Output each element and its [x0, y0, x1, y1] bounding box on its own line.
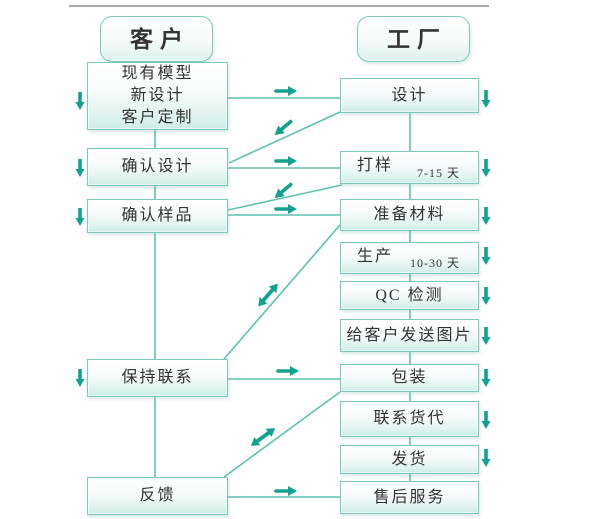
arrow-down-icon — [479, 205, 493, 227]
box-after-sales-service: 售后服务 — [340, 481, 479, 514]
wire-sampling-to-confirmsample — [227, 184, 343, 211]
arrow-double-icon — [246, 422, 280, 452]
arrow-right-icon — [276, 364, 301, 378]
box-qc-inspection-label: QC 检测 — [375, 286, 444, 304]
customer-header-label: 客户 — [130, 26, 190, 52]
top-rule — [69, 5, 489, 7]
box-contact-forwarder-label: 联系货代 — [373, 410, 446, 427]
box-shipping: 发货 — [340, 445, 479, 474]
wire-packing-to-feedback — [223, 391, 341, 478]
arrow-down-icon — [479, 285, 493, 307]
arrow-right-icon — [274, 154, 299, 168]
box-feedback-label: 反馈 — [139, 487, 176, 504]
box-confirm-design-label: 确认设计 — [121, 158, 194, 175]
arrow-down-icon — [73, 367, 87, 389]
arrow-right-icon — [274, 84, 299, 98]
box-sampling-duration: 7-15 天 — [417, 166, 460, 180]
arrow-down-left-icon — [269, 115, 296, 141]
arrow-down-icon — [479, 157, 493, 179]
box-production-duration: 10-30 天 — [410, 256, 460, 270]
box-send-photos: 给客户发送图片 — [340, 319, 479, 352]
arrow-right-icon — [274, 202, 299, 216]
arrow-down-icon — [73, 157, 87, 179]
box-existing-model-line2: 新设计 — [130, 87, 185, 104]
arrow-right-icon — [274, 484, 299, 498]
arrow-down-icon — [479, 325, 493, 347]
arrow-down-icon — [73, 90, 87, 112]
box-prepare-materials: 准备材料 — [340, 199, 479, 231]
box-contact-forwarder: 联系货代 — [340, 401, 479, 437]
arrow-down-icon — [73, 206, 87, 228]
arrow-down-icon — [479, 447, 493, 469]
wire-materials-to-keepintouch — [223, 224, 341, 360]
box-qc-inspection: QC 检测 — [340, 281, 479, 310]
box-packing: 包装 — [340, 364, 479, 392]
box-confirm-sample: 确认样品 — [87, 199, 228, 233]
box-confirm-design: 确认设计 — [87, 148, 228, 186]
box-after-sales-service-label: 售后服务 — [373, 488, 446, 506]
box-keep-in-touch: 保持联系 — [87, 359, 228, 397]
box-sampling: 打样 7-15 天 — [340, 151, 479, 184]
box-send-photos-label: 给客户发送图片 — [346, 326, 473, 344]
arrow-down-icon — [479, 409, 493, 431]
box-confirm-sample-label: 确认样品 — [121, 207, 194, 224]
box-feedback: 反馈 — [87, 477, 228, 515]
box-shipping-label: 发货 — [391, 450, 428, 468]
arrow-down-icon — [479, 245, 493, 267]
factory-header-label: 工厂 — [387, 26, 447, 52]
box-production-label: 生产 — [357, 248, 394, 265]
wire-design-to-confirmdesign — [228, 111, 341, 164]
box-sampling-label: 打样 — [357, 157, 394, 174]
arrow-down-icon — [479, 88, 493, 110]
factory-header: 工厂 — [357, 16, 470, 62]
box-keep-in-touch-label: 保持联系 — [121, 369, 194, 386]
box-existing-model-line1: 现有模型 — [121, 65, 194, 82]
box-production: 生产 10-30 天 — [340, 242, 479, 274]
box-prepare-materials-label: 准备材料 — [373, 206, 446, 223]
box-existing-model-line3: 客户定制 — [121, 109, 194, 126]
box-design: 设计 — [340, 78, 479, 113]
box-design-label: 设计 — [391, 86, 428, 104]
arrow-down-icon — [479, 367, 493, 389]
box-packing-label: 包装 — [391, 369, 428, 386]
customer-header: 客户 — [100, 16, 213, 62]
arrow-double-icon — [252, 278, 284, 312]
box-existing-model: 现有模型 新设计 客户定制 — [87, 62, 228, 130]
